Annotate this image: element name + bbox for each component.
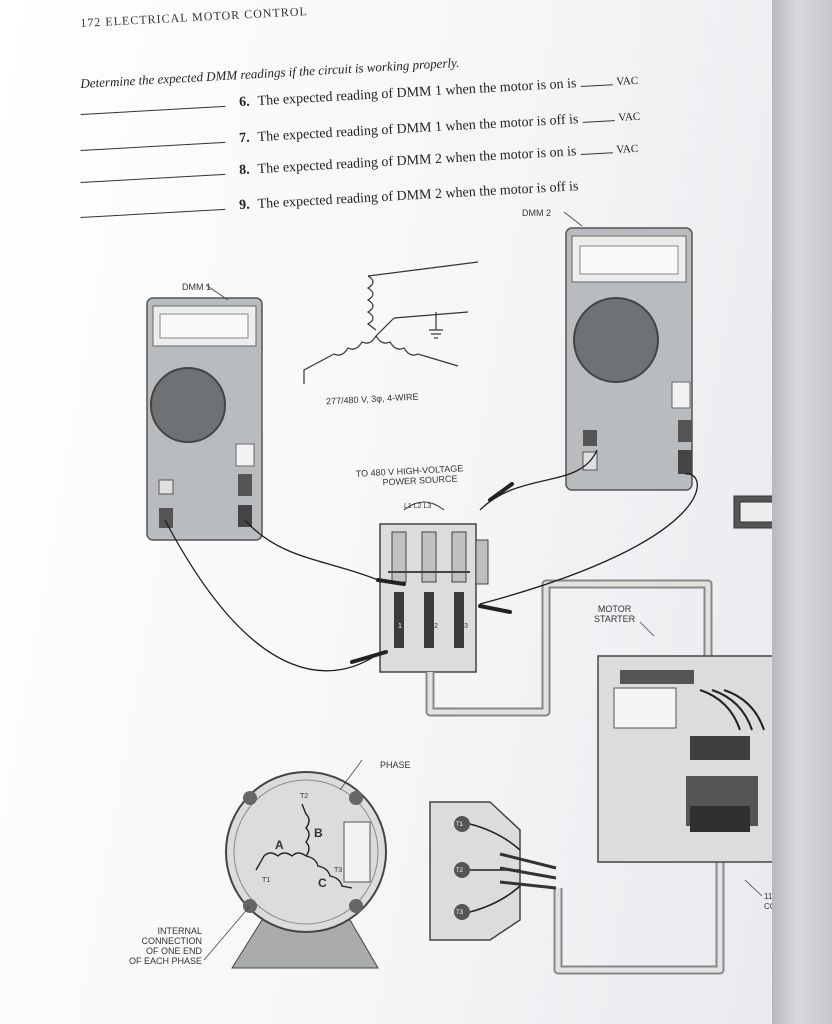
fuse-3-label: 3 [464,623,468,630]
internal-connection-line: OF ONE END [145,946,202,956]
fuse-1-label: 1 [398,623,402,630]
phase-b-label: B [314,826,323,840]
dmm-2-label: DMM 2 [522,208,551,218]
motor-starter [597,655,781,863]
dmm-2-meter [565,227,693,491]
dmm-2-dial[interactable] [573,297,659,383]
internal-connection-line: CONNECTION [141,936,203,946]
motor [225,771,387,969]
dmm-1-com-jack[interactable] [238,505,252,527]
phase-c-label: C [318,876,327,890]
circuit-diagram [146,211,783,975]
motor-starter-label-line: STARTER [594,614,636,624]
dmm-1-meter [146,297,263,541]
dmm-1-label: DMM 1 [182,282,211,292]
motor-t3-label: T3 [334,867,343,874]
motor-t1-label: T1 [262,877,271,884]
disconnect-handle[interactable] [475,539,489,585]
fused-disconnect [379,501,489,673]
probe-tips[interactable] [350,482,514,664]
dmm-2-com-jack[interactable] [678,450,692,474]
motor-starter-label-line: MOTOR [597,604,632,614]
textbook-page: 172 ELECTRICAL MOTOR CONTROL Determine t… [0,0,795,1024]
box-t3-label: T3 [456,910,464,916]
motor-t2-label: T2 [300,793,309,800]
fuse-2-label: 2 [434,623,438,630]
box-t2-label: T2 [456,868,464,874]
phase-a-label: A [275,838,284,852]
internal-connection-line: OF EACH PHASE [128,956,202,966]
junction-box [429,801,557,941]
wye-supply-symbol [303,261,479,384]
box-t1-label: T1 [456,822,464,828]
line-terminals-label: L1 L2 L3 [404,503,432,510]
internal-connection-line: INTERNAL [157,926,202,936]
facing-page-edge [772,0,832,1024]
internal-connection-label: INTERNAL CONNECTION OF ONE END OF EACH P… [112,926,202,966]
motor-starter-label: MOTOR STARTER [594,604,635,624]
dmm-1-dial[interactable] [150,367,226,443]
phase-label: PHASE [380,760,411,770]
